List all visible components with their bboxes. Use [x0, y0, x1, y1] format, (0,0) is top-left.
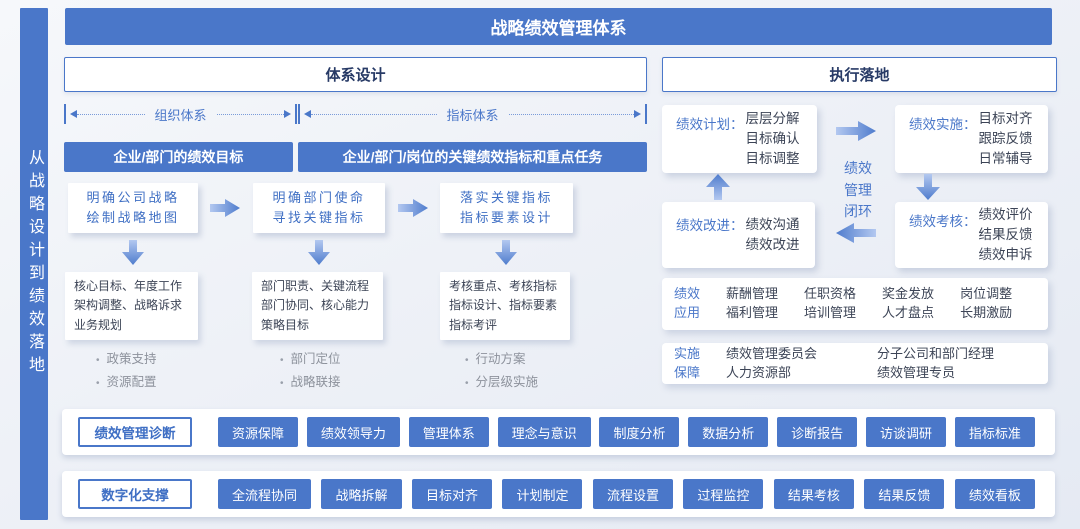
- side-ribbon: 从战略设计到绩效落地: [20, 8, 48, 520]
- diagnosis-button[interactable]: 绩效领导力: [306, 417, 400, 447]
- header-bar-org-goals: 企业/部门的绩效目标: [64, 142, 293, 172]
- diagnosis-button[interactable]: 管理体系: [408, 417, 489, 447]
- application-box: 绩效 应用 薪酬管理 福利管理 任职资格 培训管理 奖金发放 人才盘点 岗位调整…: [662, 278, 1048, 330]
- diagnosis-buttons: 资源保障 绩效领导力 管理体系 理念与意识 制度分析 数据分析 诊断报告 访谈调…: [218, 417, 1035, 447]
- diagnosis-button[interactable]: 数据分析: [688, 417, 769, 447]
- step-box-department-mission: 明确部门使命 寻找关键指标: [253, 183, 385, 233]
- cycle-box-implement: 绩效实施： 目标对齐 跟踪反馈 日常辅导: [895, 105, 1048, 173]
- cycle-box-plan: 绩效计划： 层层分解 目标确认 目标调整: [662, 105, 817, 173]
- diagnosis-button[interactable]: 诊断报告: [777, 417, 858, 447]
- flow-down-arrow-icon: [495, 240, 517, 265]
- digital-support-button[interactable]: 结果反馈: [864, 479, 945, 509]
- digital-support-button[interactable]: 战略拆解: [321, 479, 402, 509]
- digital-support-button[interactable]: 目标对齐: [411, 479, 492, 509]
- digital-support-button[interactable]: 过程监控: [683, 479, 764, 509]
- step-box-company-strategy: 明确公司战略 绘制战略地图: [68, 183, 198, 233]
- bullet-list-department: 部门定位 战略联接: [280, 348, 341, 393]
- guarantee-box: 实施 保障 绩效管理委员会 人力资源部 分子公司和部门经理 绩效管理专员: [662, 343, 1048, 384]
- dimension-label: 组织体系: [154, 107, 207, 123]
- detail-box-department: 部门职责、关键流程 部门协同、核心能力 策略目标: [252, 272, 383, 340]
- panel-title-execute: 执行落地: [662, 57, 1057, 92]
- digital-support-button[interactable]: 计划制定: [502, 479, 583, 509]
- cycle-box-assess: 绩效考核： 绩效评价 结果反馈 绩效申诉: [895, 202, 1048, 268]
- arrow-left-icon: [300, 110, 311, 118]
- bullet-list-company: 政策支持 资源配置: [96, 348, 157, 393]
- page-title: 战略绩效管理体系: [65, 8, 1052, 45]
- digital-support-buttons: 全流程协同 战略拆解 目标对齐 计划制定 流程设置 过程监控 结果考核 结果反馈…: [218, 479, 1035, 509]
- digital-support-chip[interactable]: 数字化支撑: [78, 479, 192, 509]
- guarantee-label: 实施 保障: [674, 345, 701, 380]
- flow-right-arrow-icon: [398, 199, 428, 217]
- digital-support-row: 数字化支撑 全流程协同 战略拆解 目标对齐 计划制定 流程设置 过程监控 结果考…: [62, 471, 1055, 517]
- side-ribbon-text: 从战略设计到绩效落地: [26, 149, 43, 379]
- dimension-label: 指标体系: [446, 107, 499, 123]
- dimension-organization: 组织体系: [64, 104, 297, 124]
- flow-right-arrow-icon: [210, 199, 240, 217]
- diagnosis-button[interactable]: 理念与意识: [497, 417, 591, 447]
- cycle-up-arrow-icon: [706, 174, 730, 200]
- bullet-list-indicator: 行动方案 分层级实施: [465, 348, 539, 393]
- diagnosis-button[interactable]: 资源保障: [218, 417, 299, 447]
- panel-title-design: 体系设计: [64, 57, 647, 92]
- header-bar-kpi-tasks: 企业/部门/岗位的关键绩效指标和重点任务: [298, 142, 647, 172]
- arrow-right-icon: [284, 110, 295, 118]
- detail-box-company: 核心目标、年度工作 架构调整、战略诉求 业务规划: [65, 272, 198, 340]
- step-box-key-indicators: 落实关键指标 指标要素设计: [440, 183, 573, 233]
- digital-support-button[interactable]: 绩效看板: [954, 479, 1035, 509]
- cycle-down-arrow-icon: [916, 174, 940, 200]
- cycle-box-improve: 绩效改进： 绩效沟通 绩效改进: [662, 202, 815, 268]
- diagnosis-chip[interactable]: 绩效管理诊断: [78, 417, 192, 447]
- diagnosis-row: 绩效管理诊断 资源保障 绩效领导力 管理体系 理念与意识 制度分析 数据分析 诊…: [62, 409, 1055, 455]
- digital-support-button[interactable]: 结果考核: [773, 479, 854, 509]
- application-label: 绩效 应用: [674, 286, 701, 320]
- detail-box-indicator: 考核重点、考核指标 指标设计、指标要素 指标考评: [440, 272, 570, 340]
- flow-down-arrow-icon: [122, 240, 144, 265]
- cycle-center-label: 绩效 管理 闭环: [844, 160, 872, 220]
- cycle-right-arrow-icon: [836, 121, 876, 141]
- arrow-left-icon: [66, 110, 77, 118]
- diagnosis-button[interactable]: 指标标准: [954, 417, 1035, 447]
- digital-support-button[interactable]: 流程设置: [592, 479, 673, 509]
- arrow-right-icon: [634, 110, 645, 118]
- dimension-indicator: 指标体系: [298, 104, 647, 124]
- cycle-left-arrow-icon: [836, 223, 876, 243]
- diagnosis-button[interactable]: 访谈调研: [866, 417, 947, 447]
- diagnosis-button[interactable]: 制度分析: [599, 417, 680, 447]
- flow-down-arrow-icon: [308, 240, 330, 265]
- digital-support-button[interactable]: 全流程协同: [218, 479, 312, 509]
